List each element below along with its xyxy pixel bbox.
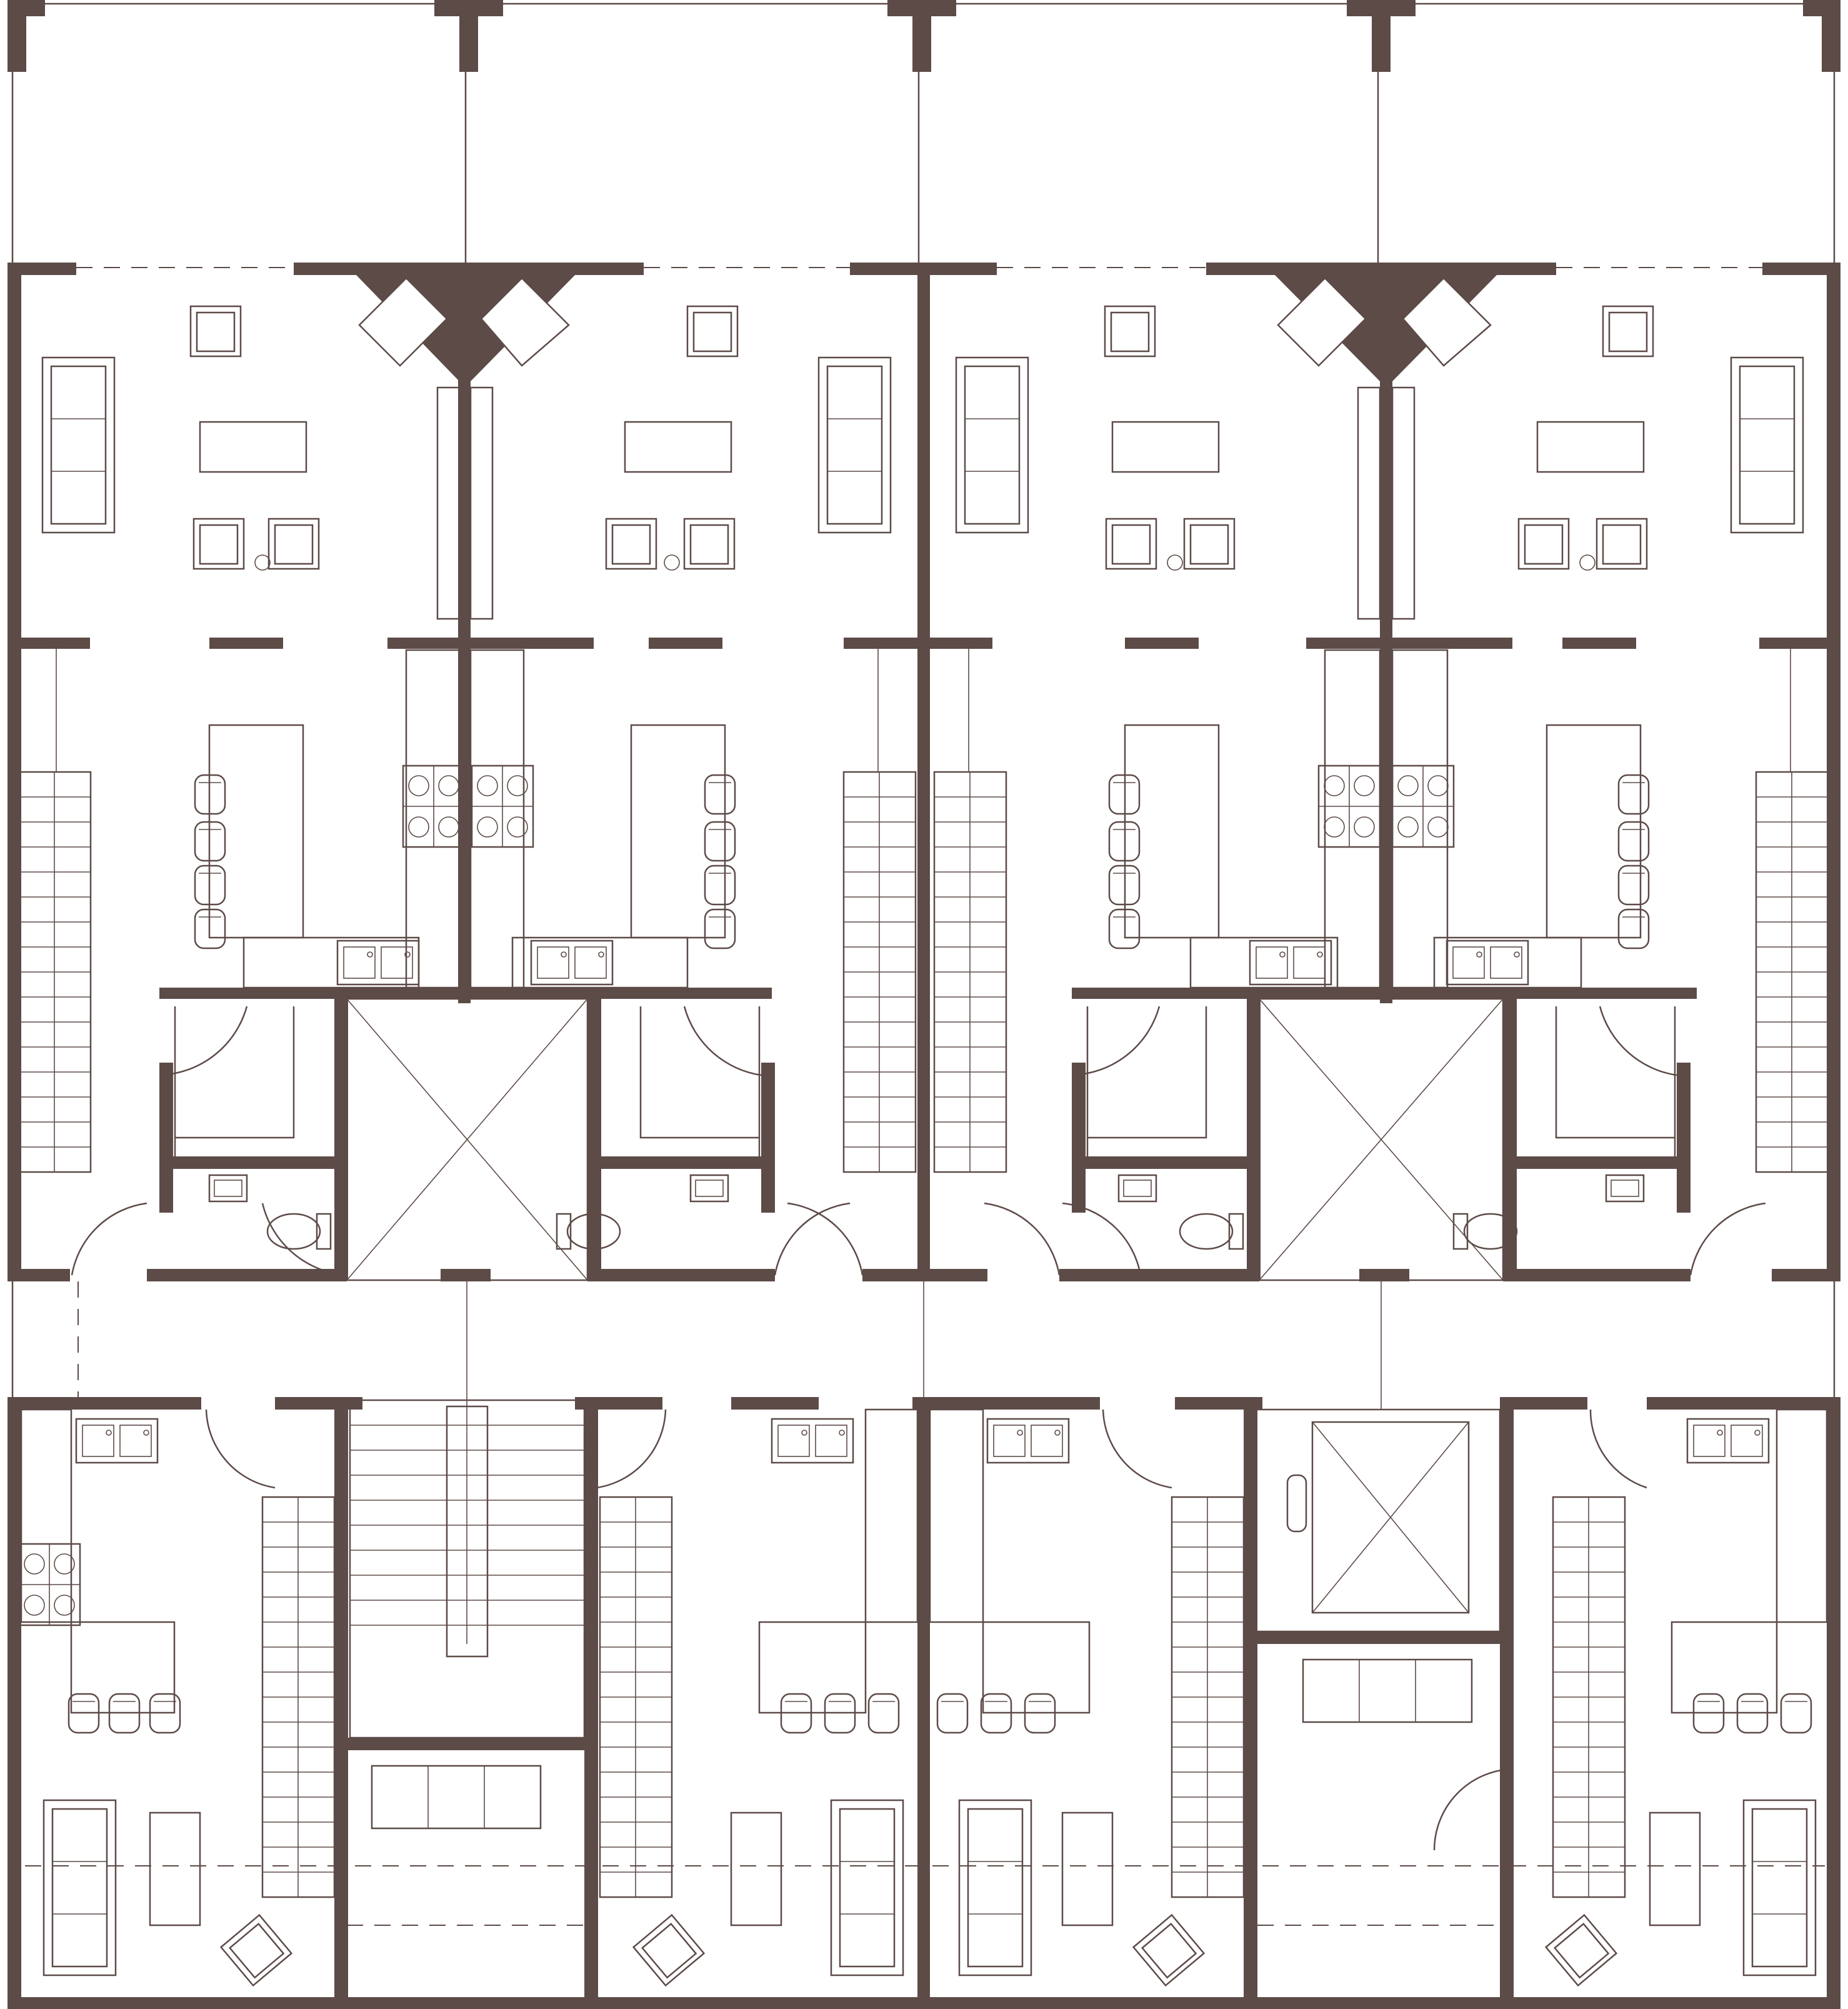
- shafts-upper: [346, 998, 1504, 1281]
- kitchens-lower: [17, 1408, 1828, 1734]
- stairs-upper: [17, 649, 1829, 1173]
- balcony-rails: [11, 3, 1836, 1866]
- door-swings: [71, 1006, 1766, 1851]
- baths-upper: [174, 1006, 1676, 1250]
- corridor: [11, 1281, 1836, 1397]
- living-lower: [42, 1799, 1817, 1986]
- elevator-lower: [466, 1281, 1501, 1926]
- stairs-lower: [261, 1399, 1626, 1926]
- living-room-furniture: [41, 305, 1804, 571]
- structural-walls: [7, 0, 1841, 2009]
- kitchens-upper: [194, 649, 1650, 989]
- corner-fireplaces: [356, 275, 1497, 620]
